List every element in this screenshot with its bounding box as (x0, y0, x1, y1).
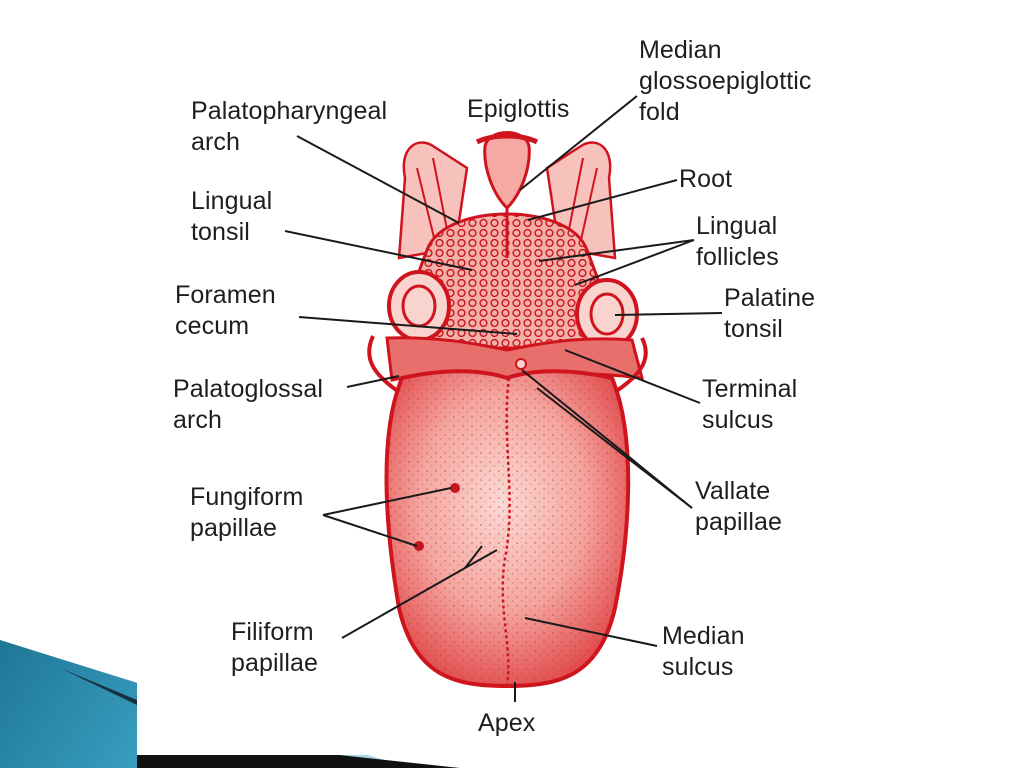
label-lingual-tonsil: Lingual tonsil (191, 187, 273, 246)
label-palatoglossal-arch: Palatoglossal arch (173, 375, 324, 434)
label-median-sulcus: Median sulcus (662, 622, 745, 681)
label-foramen-cecum: Foramen cecum (175, 281, 276, 340)
fungiform-papilla-1 (450, 483, 460, 493)
epiglottis-shape (483, 131, 531, 211)
palatoglossal-arch-shape (367, 335, 648, 394)
median-sulcus-line (501, 377, 511, 687)
ribbon-dark-stroke (137, 754, 460, 768)
vallate-papilla (515, 358, 527, 370)
left-palatine-tonsil (387, 270, 451, 342)
label-palatopharyngeal-arch: Palatopharyngeal arch (191, 97, 388, 156)
label-root: Root (679, 165, 733, 193)
ribbon-dark-band (60, 668, 137, 705)
label-vallate-papillae: Vallate papillae (695, 477, 782, 536)
label-terminal-sulcus: Terminal sulcus (702, 375, 798, 434)
label-filiform-papillae: Filiform papillae (231, 618, 318, 677)
label-epiglottis: Epiglottis (467, 95, 570, 123)
fungiform-papilla-2 (414, 541, 424, 551)
label-lingual-follicles: Lingual follicles (696, 212, 779, 271)
label-palatine-tonsil: Palatine tonsil (724, 284, 816, 343)
label-apex: Apex (478, 709, 536, 737)
tongue-texture (386, 371, 629, 686)
label-median-glossoepiglottic-fold: Median glossoepiglottic fold (639, 36, 812, 126)
tongue-figure: Median glossoepiglottic fold Epiglottis … (137, 18, 877, 755)
tongue-illustration (284, 95, 723, 702)
epiglottis-rim (475, 133, 539, 145)
label-fungiform-papillae: Fungiform papillae (190, 483, 304, 542)
leader-lines (284, 95, 723, 702)
tongue-root (407, 212, 607, 350)
